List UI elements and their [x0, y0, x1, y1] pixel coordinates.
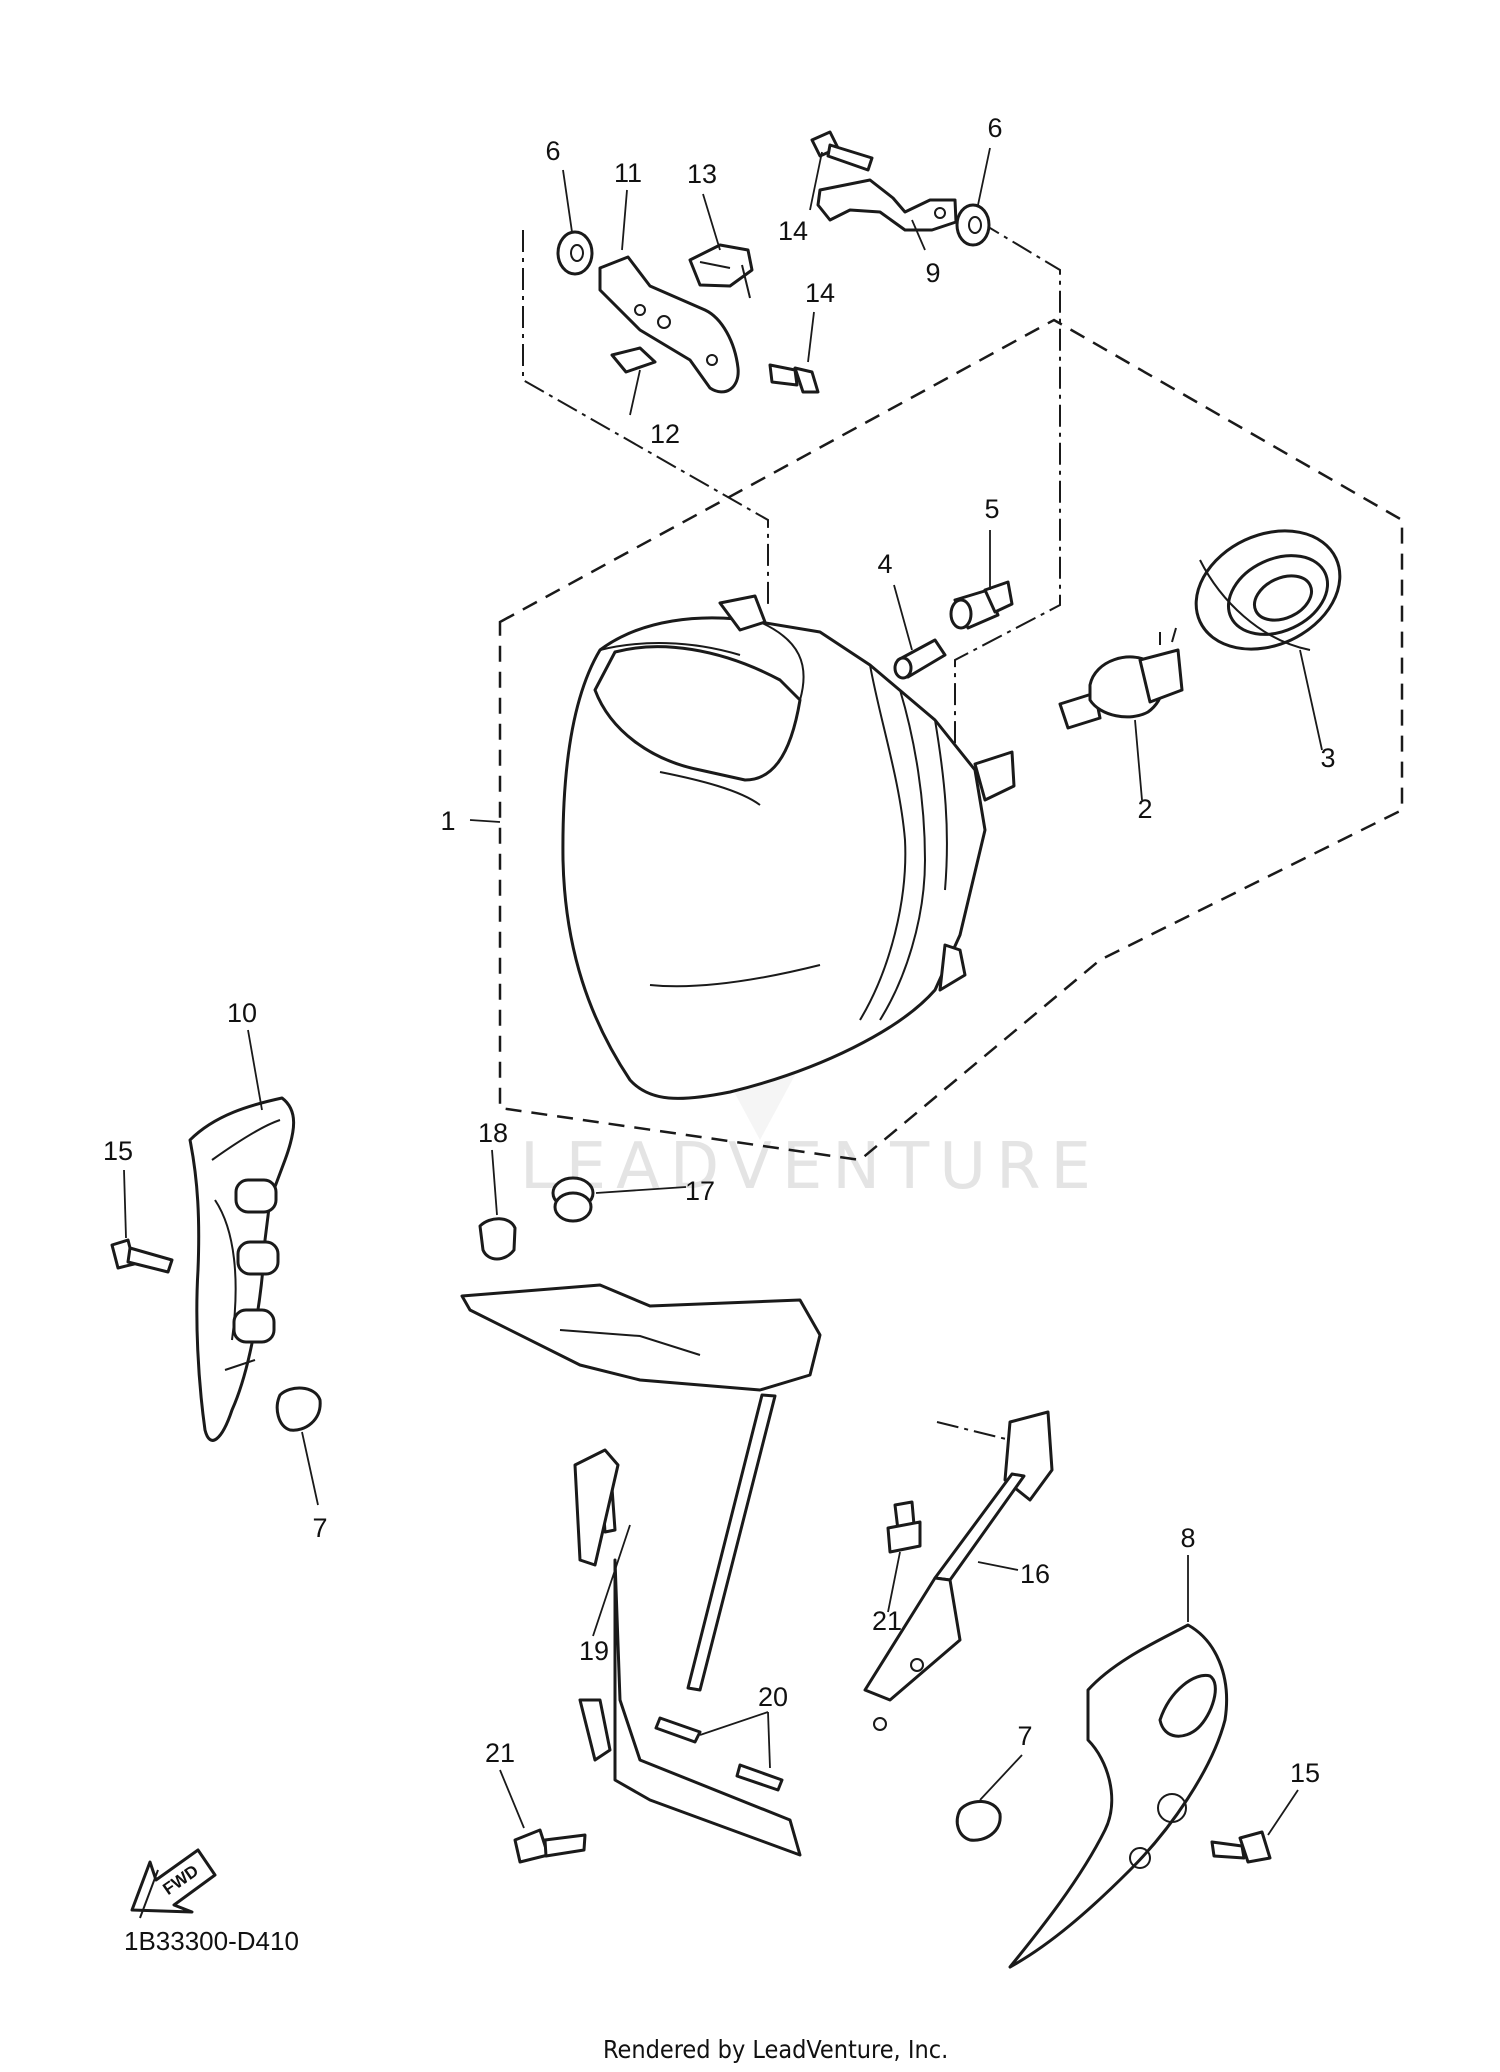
collar-lower — [735, 1763, 784, 1792]
callout-9: 9 — [925, 258, 940, 288]
callout-10: 10 — [227, 998, 257, 1028]
bulb-dust-cover — [1194, 529, 1342, 651]
callout-8: 8 — [1180, 1523, 1195, 1553]
callout-19: 19 — [579, 1636, 609, 1666]
position-bulb — [893, 638, 947, 680]
washer-left — [556, 230, 594, 276]
side-cover-left — [188, 1096, 296, 1442]
callout-7-left: 7 — [312, 1513, 327, 1543]
bolt-21-upper — [886, 1500, 922, 1554]
callout-12: 12 — [650, 419, 680, 449]
callout-15-right: 15 — [1290, 1758, 1320, 1788]
grommet-left — [275, 1386, 322, 1432]
callout-3: 3 — [1320, 743, 1335, 773]
callout-14-lower: 14 — [805, 278, 835, 308]
bolt-21-lower — [513, 1828, 587, 1864]
callout-15-left: 15 — [103, 1136, 133, 1166]
callout-18: 18 — [478, 1118, 508, 1148]
washer-right — [955, 203, 991, 247]
stay-bracket-right — [816, 178, 958, 232]
fwd-arrow-icon: FWD — [130, 1848, 217, 1919]
callout-11: 11 — [614, 158, 642, 188]
headlight-stay — [460, 1283, 822, 1857]
bolt-upper — [810, 130, 874, 172]
stay-bracket-left — [598, 255, 740, 394]
headlight-unit — [561, 594, 1016, 1100]
grommet-18 — [478, 1217, 517, 1261]
side-cover-right — [1008, 1623, 1229, 1969]
callout-21-lower: 21 — [485, 1738, 515, 1768]
footer-credit: Rendered by LeadVenture, Inc. — [603, 2035, 948, 2064]
headlight-bulb — [1058, 627, 1184, 730]
grommet-right — [955, 1800, 1002, 1842]
callout-16: 16 — [1020, 1559, 1050, 1589]
grommet-17 — [551, 1176, 595, 1223]
callout-4: 4 — [877, 549, 892, 579]
guide-line-bracket16 — [936, 1421, 1011, 1441]
callout-14-upper: 14 — [778, 216, 808, 246]
callout-7-right: 7 — [1017, 1721, 1032, 1751]
wire-clamp — [688, 243, 754, 299]
callout-20: 20 — [758, 1682, 788, 1712]
callout-13: 13 — [687, 159, 717, 189]
callout-5: 5 — [984, 494, 999, 524]
bulb-socket — [949, 580, 1014, 630]
callout-21-upper: 21 — [872, 1606, 902, 1636]
callout-6-right: 6 — [987, 113, 1002, 143]
collar-upper — [654, 1716, 702, 1744]
side-bracket — [863, 1410, 1054, 1731]
bolt-lower — [768, 363, 820, 394]
guide-line-left — [522, 230, 769, 608]
callout-17: 17 — [685, 1176, 715, 1206]
assembly-boundary — [498, 318, 1404, 1162]
screw-right — [1210, 1830, 1272, 1864]
callout-1: 1 — [440, 806, 455, 836]
drawing-code: 1B33300-D410 — [124, 1926, 299, 1956]
screw-left — [110, 1238, 174, 1274]
callout-6-left: 6 — [545, 136, 560, 166]
damper-block — [610, 346, 657, 374]
callout-2: 2 — [1137, 794, 1152, 824]
guide-line-right — [954, 221, 1061, 768]
leader-lines — [123, 147, 1323, 1836]
